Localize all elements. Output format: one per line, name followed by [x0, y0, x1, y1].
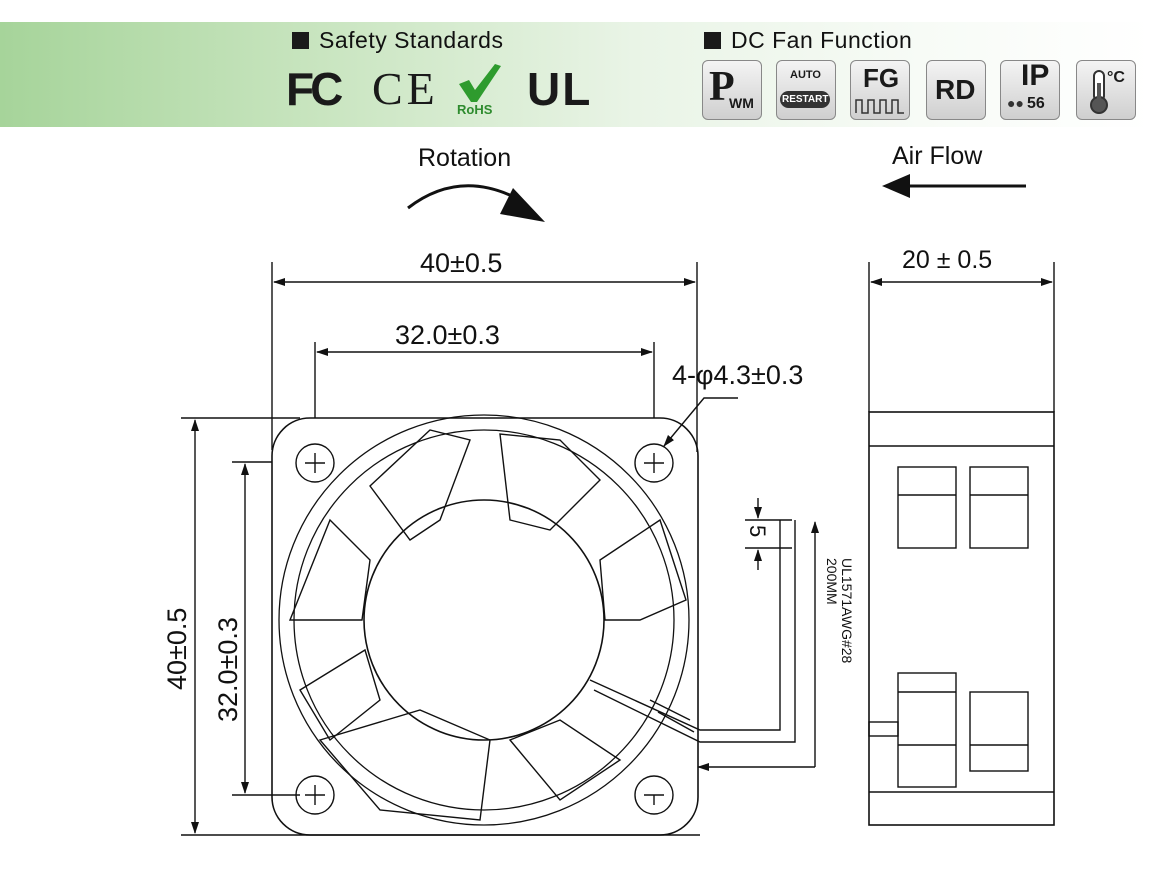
dc-fan-function-title: DC Fan Function [704, 27, 912, 54]
rd-icon: RD [926, 60, 986, 120]
fan-hub [363, 499, 605, 741]
auto-restart-icon: AUTO RESTART [776, 60, 836, 120]
pwm-icon: P WM [702, 60, 762, 120]
height-outer-dimension: 40±0.5 [162, 607, 192, 690]
height-inner-dimension: 32.0±0.3 [213, 617, 243, 722]
temperature-icon: °C [1076, 60, 1136, 120]
safety-standards-title: Safety Standards [292, 27, 503, 54]
rotation-label: Rotation [418, 144, 512, 172]
ul-logo: UL [527, 63, 593, 115]
fan-side-view [868, 411, 1055, 826]
fcc-logo: FC [286, 63, 343, 115]
fan-frame [271, 417, 699, 836]
wire-length-label: 200MM [824, 558, 840, 605]
hole-dimension: 4-φ4.3±0.3 [672, 360, 804, 390]
rotation-arrow-icon [407, 184, 521, 210]
mounting-hole [295, 443, 674, 815]
square-bullet-icon [704, 32, 721, 49]
width-outer-dimension: 40±0.5 [420, 248, 503, 278]
wire-spec-label: UL1571AWG#28 [839, 558, 855, 664]
ce-logo: CE [372, 63, 439, 114]
air-flow-label: Air Flow [892, 142, 983, 170]
ip56-icon: IP 56 ●● [1000, 59, 1060, 120]
wire-strip-dimension: 5 [745, 525, 770, 538]
checkmark-icon [459, 64, 501, 102]
width-inner-dimension: 32.0±0.3 [395, 320, 500, 350]
square-bullet-icon [292, 32, 309, 49]
rohs-logo: RoHS [455, 60, 503, 120]
depth-dimension: 20 ± 0.5 [902, 246, 993, 274]
fg-icon: FG [850, 60, 910, 120]
